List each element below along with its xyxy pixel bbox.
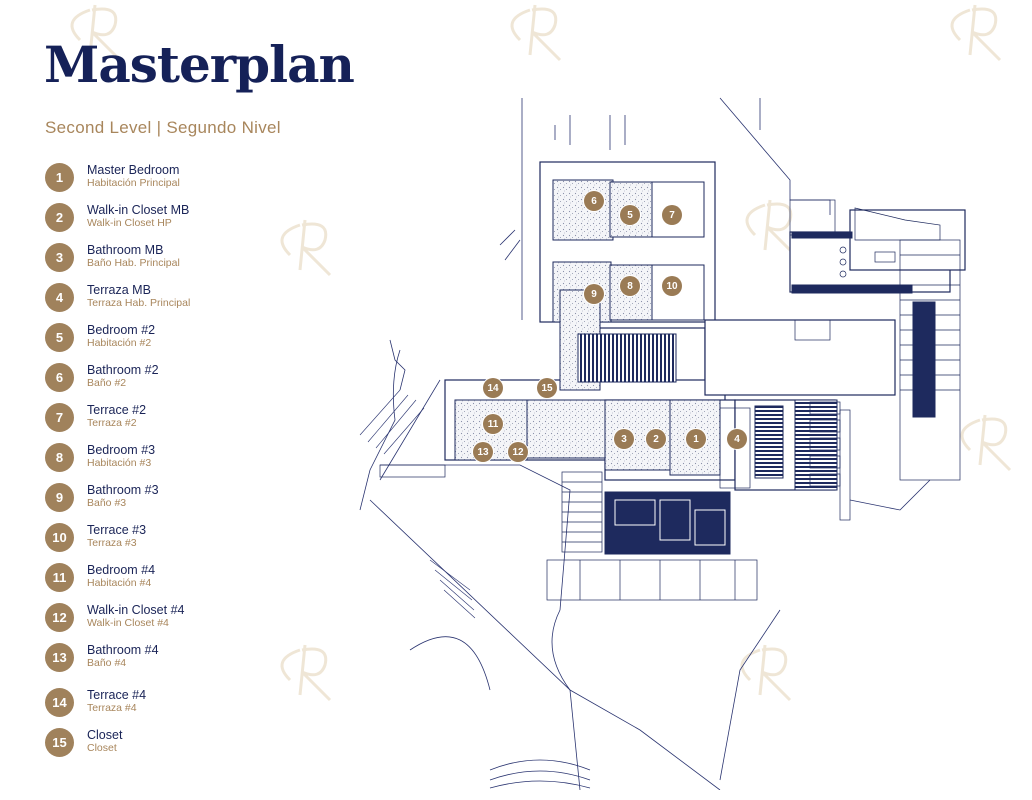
plan-room-marker: 12	[508, 442, 528, 462]
legend-label-spanish: Walk-in Closet HP	[87, 217, 172, 229]
plan-room-marker: 3	[614, 429, 634, 449]
legend-label-english: Walk-in Closet MB	[87, 203, 190, 217]
legend-number-badge: 15	[45, 728, 74, 757]
plan-room-marker: 13	[473, 442, 493, 462]
legend-label-english: Terrace #4	[87, 688, 147, 702]
legend-number-badge: 5	[45, 323, 74, 352]
legend-label-english: Bathroom #3	[87, 483, 159, 497]
legend-label-spanish: Terraza #3	[87, 537, 137, 549]
legend-label-spanish: Baño Hab. Principal	[87, 257, 180, 269]
plan-room-marker: 15	[537, 378, 557, 398]
legend-label-english: Terrace #2	[87, 403, 147, 417]
legend-number-badge: 2	[45, 203, 74, 232]
legend-number-badge: 4	[45, 283, 74, 312]
legend-label-english: Terrace #3	[87, 523, 147, 537]
legend-label-spanish: Terraza #4	[87, 702, 137, 714]
legend-label-english: Closet	[87, 728, 123, 742]
legend-number-badge: 12	[45, 603, 74, 632]
legend-label-spanish: Terraza Hab. Principal	[87, 297, 191, 309]
legend-number-badge: 10	[45, 523, 74, 552]
legend-label-spanish: Baño #2	[87, 377, 127, 389]
plan-room-marker: 2	[646, 429, 666, 449]
legend-label-english: Bedroom #2	[87, 323, 156, 337]
plan-room-marker: 7	[662, 205, 682, 225]
plan-room-marker: 1	[686, 429, 706, 449]
legend-number-badge: 14	[45, 688, 74, 717]
legend-label-spanish: Baño #3	[87, 497, 127, 509]
legend-label-spanish: Baño #4	[87, 657, 127, 669]
plan-room-marker: 5	[620, 205, 640, 225]
legend-number-badge: 13	[45, 643, 74, 672]
legend-label-english: Terraza MB	[87, 283, 151, 297]
legend-label-spanish: Habitación #3	[87, 457, 152, 469]
legend-label-english: Bathroom MB	[87, 243, 164, 257]
legend-label-spanish: Terraza #2	[87, 417, 137, 429]
legend-label-spanish: Habitación #4	[87, 577, 152, 589]
legend-label-spanish: Habitación Principal	[87, 177, 180, 189]
legend-label-spanish: Closet	[87, 742, 117, 754]
plan-room-marker: 10	[662, 276, 682, 296]
legend-label-spanish: Walk-in Closet #4	[87, 617, 169, 629]
page-subtitle: Second Level | Segundo Nivel	[45, 118, 281, 137]
legend-label-english: Master Bedroom	[87, 163, 180, 177]
page-title: Masterplan	[44, 35, 355, 94]
legend-number-badge: 3	[45, 243, 74, 272]
plan-room-marker: 9	[584, 284, 604, 304]
legend-number-badge: 9	[45, 483, 74, 512]
legend-label-english: Bedroom #3	[87, 443, 156, 457]
legend-label-english: Walk-in Closet #4	[87, 603, 185, 617]
plan-room-marker: 6	[584, 191, 604, 211]
legend-label-english: Bathroom #4	[87, 643, 159, 657]
legend-label-spanish: Habitación #2	[87, 337, 152, 349]
legend-number-badge: 1	[45, 163, 74, 192]
plan-room-marker: 8	[620, 276, 640, 296]
floor-plan-drawing	[359, 97, 966, 790]
legend-number-badge: 7	[45, 403, 74, 432]
plan-room-marker: 11	[483, 414, 503, 434]
legend-number-badge: 6	[45, 363, 74, 392]
plan-room-marker: 4	[727, 429, 747, 449]
plan-room-marker: 14	[483, 378, 503, 398]
legend-number-badge: 11	[45, 563, 74, 592]
legend-label-english: Bathroom #2	[87, 363, 159, 377]
legend-number-badge: 8	[45, 443, 74, 472]
legend-label-english: Bedroom #4	[87, 563, 156, 577]
